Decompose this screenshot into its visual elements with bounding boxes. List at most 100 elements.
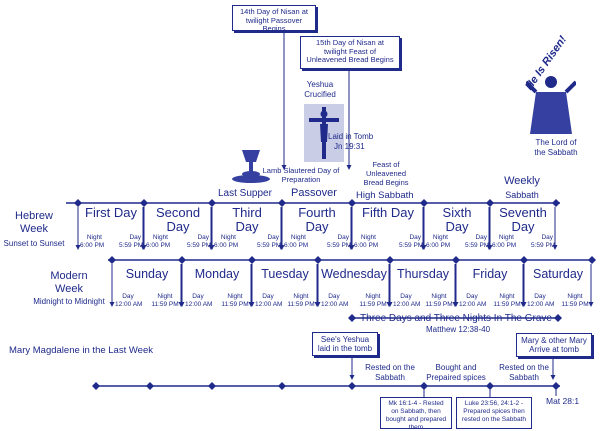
modern-day-name: Monday: [194, 267, 240, 281]
hebrew-day-name: Fourth Day: [298, 205, 336, 234]
hebrew-night-word: Night: [220, 234, 236, 241]
modern-day-time: 12:00 AM: [185, 300, 213, 308]
nisan14-text: 14th Day of Nisan at twilight Passover B…: [240, 7, 308, 34]
grave-ref: Matthew 12:38-40: [425, 325, 491, 334]
modern-night-tick-head: [520, 302, 526, 307]
mary-title: Mary Magdalene in the Last Week: [9, 345, 153, 356]
hebrew-day-name: Second Day: [155, 205, 201, 234]
modern-day-word: Day: [192, 293, 204, 300]
hebrew-day-time: 5:59 PM: [399, 241, 424, 249]
hebrew-diamond: [74, 199, 82, 207]
modern-diamond: [248, 256, 256, 264]
crucified-label: Yeshua Crucified: [304, 80, 336, 99]
mary-diamond: [278, 382, 286, 390]
lord-of-sabbath-label: The Lord of the Sabbath: [534, 138, 578, 157]
modern-night-word: Night: [499, 293, 515, 300]
modern-day-time: 12:00 AM: [459, 300, 487, 308]
nisan15-arrow-head: [346, 165, 352, 170]
laid-in-tomb-label: Laid in Tomb: [328, 132, 374, 141]
nisan14-arrow-head: [281, 165, 287, 170]
modern-diamond: [178, 256, 186, 264]
modern-day-word: Day: [328, 293, 340, 300]
hebrew-night-word: Night: [152, 234, 168, 241]
modern-night-tick-head: [452, 302, 458, 307]
crucifix-image: [304, 104, 344, 162]
hebrew-night-time: 6:00 PM: [426, 241, 451, 249]
rested2-label: Rested on the Sabbath: [499, 363, 549, 382]
hebrew-night-time: 6:00 PM: [492, 241, 517, 249]
modern-night-tick-head: [588, 302, 594, 307]
hebrew-night-time: 6:00 PM: [354, 241, 379, 249]
hebrew-night-time: 6:00 PM: [146, 241, 171, 249]
modern-diamond: [108, 256, 116, 264]
nisan15-box: 15th Day of Nisan at twilight Feast of U…: [300, 36, 400, 69]
grave-title: Three Days and Three Nights In The Grave: [360, 313, 552, 324]
modern-day-tick-head: [109, 302, 115, 307]
hebrew-diamond: [552, 199, 560, 207]
nisan14-box: 14th Day of Nisan at twilight Passover B…: [232, 5, 316, 34]
modern-night-tick-head: [386, 302, 392, 307]
arrive-text: Mary & other Mary Arrive at tomb: [521, 336, 587, 355]
modern-night-tick-head: [178, 302, 184, 307]
arrive-box: Mary & other Mary Arrive at tomb: [516, 333, 592, 357]
modern-day-name: Sunday: [125, 267, 169, 281]
modern-night-tick-head: [248, 302, 254, 307]
hebrew-day-tick-head: [278, 245, 284, 250]
hebrew-day-time: 5:59 PM: [531, 241, 556, 249]
luke-text: Luke 23:56, 24:1-2 - Prepared spices the…: [462, 400, 526, 423]
hebrew-day-name: Sixth Day: [442, 205, 472, 234]
hebrew-day-word: Day: [337, 234, 349, 241]
hebrew-night-word: Night: [498, 234, 514, 241]
hebrew-diamond: [208, 199, 216, 207]
grave-diamond: [348, 314, 356, 322]
hebrew-day-word: Day: [409, 234, 421, 241]
hebrew-night-time: 6:00 PM: [80, 241, 105, 249]
hebrew-day-tick-head: [348, 245, 354, 250]
modern-night-word: Night: [293, 293, 309, 300]
hebrew-diamond: [278, 199, 286, 207]
modern-night-word: Night: [567, 293, 583, 300]
hebrew-week-subtitle: Sunset to Sunset: [3, 239, 65, 248]
hebrew-diamond: [140, 199, 148, 207]
hebrew-night-time: 6:00 PM: [284, 241, 309, 249]
modern-diamond: [386, 256, 394, 264]
modern-day-time: 12:00 AM: [321, 300, 349, 308]
modern-night-word: Night: [157, 293, 173, 300]
hebrew-day-tick-head: [208, 245, 214, 250]
modern-day-name: Saturday: [532, 267, 584, 281]
hebrew-day-time: 5:59 PM: [465, 241, 490, 249]
modern-day-time: 12:00 AM: [393, 300, 421, 308]
hebrew-day-tick-head: [552, 245, 558, 250]
modern-day-word: Day: [400, 293, 412, 300]
modern-night-time: 11:59 PM: [151, 300, 179, 308]
last-supper-label: Last Supper: [218, 188, 272, 199]
lamb-label: Lamb Slautered Day of Preparation: [262, 166, 340, 184]
hebrew-night-word: Night: [86, 234, 102, 241]
modern-night-time: 11:59 PM: [493, 300, 521, 308]
hebrew-day-tick-head: [486, 245, 492, 250]
modern-night-time: 11:59 PM: [425, 300, 453, 308]
modern-diamond: [452, 256, 460, 264]
modern-week-title: Modern Week: [50, 270, 88, 295]
hebrew-day-time: 5:59 PM: [257, 241, 282, 249]
modern-night-word: Night: [227, 293, 243, 300]
hebrew-day-name: Fifth Day: [362, 205, 415, 220]
modern-night-tick-head: [314, 302, 320, 307]
mary-diamond: [208, 382, 216, 390]
hebrew-day-time: 5:59 PM: [119, 241, 144, 249]
modern-night-time: 11:59 PM: [287, 300, 315, 308]
modern-day-word: Day: [262, 293, 274, 300]
modern-day-name: Friday: [472, 267, 508, 281]
modern-day-time: 12:00 AM: [255, 300, 283, 308]
